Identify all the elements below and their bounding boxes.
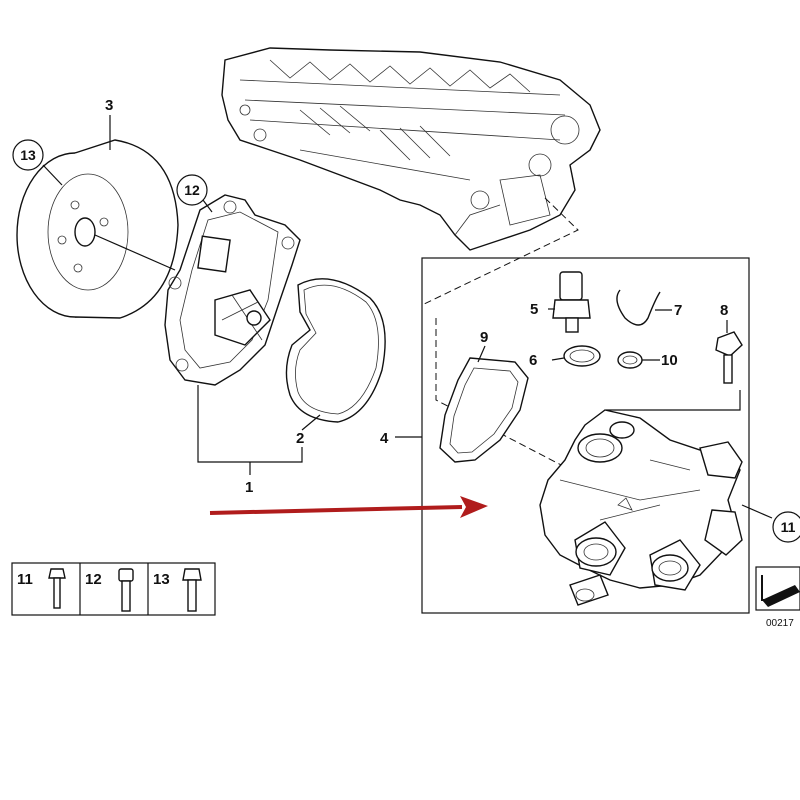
- callout-4: 4: [380, 430, 389, 447]
- callout-11-circle: [772, 511, 800, 543]
- orientation-icon: [755, 566, 800, 611]
- small-o-ring: [617, 351, 660, 369]
- callout-5: 5: [530, 301, 538, 318]
- callout-1: 1: [245, 479, 253, 496]
- bleed-screw: [606, 320, 743, 411]
- callout-7: 7: [674, 302, 682, 319]
- diagram-id: 00217: [766, 618, 794, 629]
- pointer-arrow: [209, 496, 488, 518]
- callout-13: 13: [20, 147, 36, 163]
- water-pump: [164, 194, 301, 386]
- thermostat-gasket: [439, 345, 529, 463]
- pump-gasket: [285, 278, 386, 423]
- o-ring: [551, 345, 601, 367]
- callout-13-circle: [12, 139, 44, 171]
- callout-6: 6: [529, 352, 537, 369]
- legend-item-11: 11: [17, 571, 33, 588]
- pulley: [16, 139, 179, 319]
- callout-8: 8: [720, 302, 728, 319]
- bolt-13-icon: [182, 568, 202, 612]
- callout-10: 10: [661, 352, 678, 369]
- callout-12: 12: [184, 182, 200, 198]
- cylinder-head: [221, 47, 601, 251]
- legend-item-13: 13: [153, 571, 170, 588]
- bolt-12-icon: [118, 568, 134, 612]
- leader-11: [741, 504, 773, 519]
- callout-2: 2: [296, 430, 304, 447]
- retaining-clip: [616, 289, 672, 326]
- callout-3: 3: [105, 97, 113, 114]
- sensor: [548, 271, 591, 333]
- fastener-legend: 11 12 13: [11, 562, 216, 616]
- callouts: 3 13 12 2 1 4 9 5 6 7 8 10 11: [12, 97, 800, 543]
- legend-item-12: 12: [85, 571, 102, 588]
- bolt-11-icon: [48, 568, 66, 609]
- thermostat-housing: [395, 409, 743, 606]
- dashed-connector: [421, 197, 579, 306]
- callout-12-circle: [176, 174, 208, 206]
- callout-11: 11: [781, 519, 796, 535]
- leader-lines-left: [42, 115, 321, 475]
- callout-9: 9: [480, 329, 488, 346]
- detail-box: [421, 257, 750, 614]
- dashed-connector-lower: [435, 318, 591, 481]
